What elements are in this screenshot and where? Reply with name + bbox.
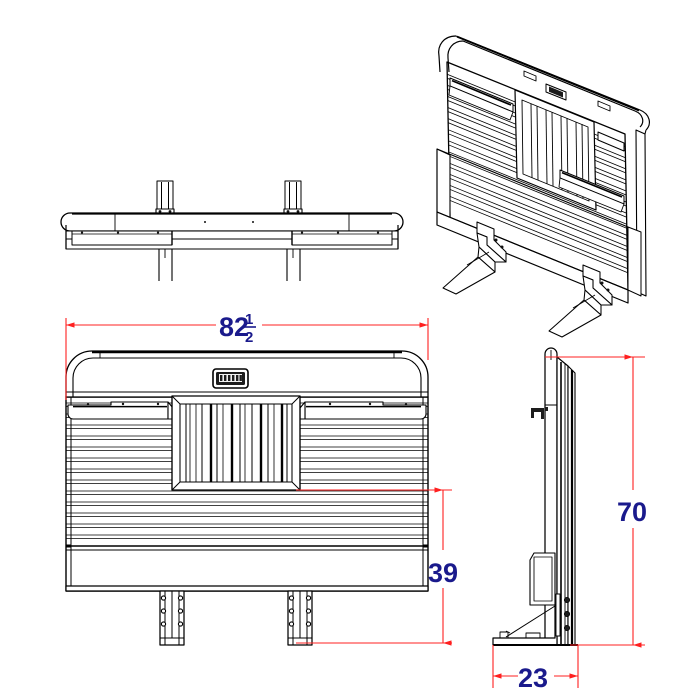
- side-bolt-stack: [563, 596, 571, 632]
- dimension-height-lower-value: 39: [428, 558, 458, 588]
- side-handle-bracket: [531, 407, 548, 419]
- side-bolt-plate: [555, 593, 561, 637]
- iso-handle-strip-left: [448, 77, 514, 121]
- iso-top-rail: [438, 35, 650, 135]
- plan-handle-pocket-right: [291, 230, 393, 246]
- dimension-height-lower: 39: [296, 487, 458, 646]
- front-bottom-sill: [65, 585, 429, 592]
- front-view: [65, 350, 429, 646]
- plan-view: [60, 180, 404, 281]
- side-base-foot: [492, 604, 578, 646]
- dimension-depth: 23: [492, 645, 579, 693]
- plan-body-plate: [65, 225, 399, 250]
- dimension-height-overall: 70: [545, 354, 647, 648]
- front-mount-bracket-left: [159, 590, 185, 646]
- front-mount-bracket-right: [287, 590, 313, 646]
- iso-handle-strip-right: [558, 131, 625, 213]
- side-mounting-plate: [529, 552, 556, 606]
- iso-logo-badge: [545, 83, 567, 101]
- dimension-height-overall-value: 70: [617, 497, 647, 527]
- plan-leg-right: [286, 249, 301, 281]
- dimension-layer: 82 1 2 39 70 23: [65, 311, 647, 693]
- front-window-panel: [171, 395, 301, 491]
- plan-view-mounting-posts: [155, 180, 303, 215]
- plan-post-left: [155, 180, 175, 215]
- front-logo-badge: [212, 368, 249, 389]
- dimension-width-overall: 82 1 2: [65, 311, 429, 400]
- front-window-bars: [185, 404, 288, 482]
- front-handle-strip-left: [67, 401, 174, 420]
- plan-post-right: [283, 180, 303, 215]
- side-view: [492, 347, 578, 646]
- plan-leg-left: [158, 249, 173, 281]
- iso-leg-right: [548, 264, 613, 338]
- dimension-width-fraction-denominator: 2: [245, 329, 253, 346]
- iso-leg-left: [442, 221, 507, 295]
- front-handle-strip-right: [299, 401, 427, 420]
- isometric-view: [436, 35, 650, 338]
- dimension-depth-value: 23: [518, 663, 548, 693]
- dimension-width-fraction-numerator: 1: [245, 311, 253, 328]
- plan-top-rail: [60, 212, 404, 232]
- iso-top-tabs: [523, 70, 611, 112]
- plan-handle-pocket-left: [71, 230, 173, 246]
